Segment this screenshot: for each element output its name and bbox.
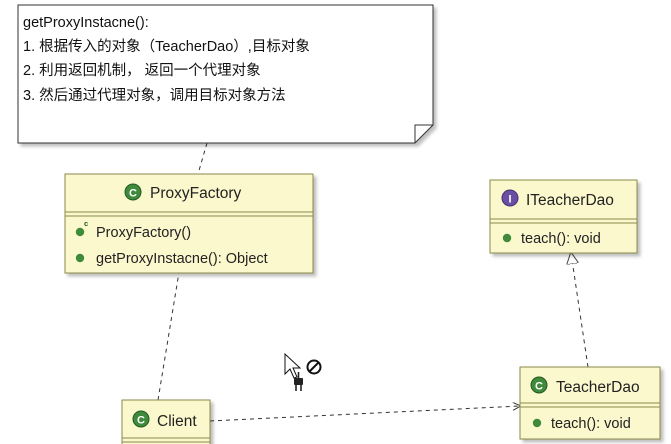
public-method-icon bbox=[532, 418, 542, 428]
client-teacherdao-dependency bbox=[209, 406, 520, 422]
class-teacherdao-name: TeacherDao bbox=[556, 379, 640, 396]
class-client-name: Client bbox=[157, 413, 197, 430]
interface-iteacherdao[interactable]: I ITeacherDao teach(): void bbox=[489, 179, 638, 254]
class-client[interactable]: C Client bbox=[121, 399, 211, 444]
interface-iteacherdao-name: ITeacherDao bbox=[526, 192, 614, 209]
member-getproxyinstacne: getProxyInstacne(): Object bbox=[96, 251, 268, 267]
note[interactable]: getProxyInstacne(): 1. 根据传入的对象（TeacherDa… bbox=[17, 4, 434, 144]
note-line-2: 1. 根据传入的对象（TeacherDao）,目标对象 bbox=[23, 38, 310, 55]
arrow-cursor-icon bbox=[284, 352, 302, 379]
note-anchor-line bbox=[197, 142, 208, 175]
member-iteacherdao-teach: teach(): void bbox=[521, 231, 601, 247]
note-line-1: getProxyInstacne(): bbox=[23, 15, 149, 31]
class-icon-glyph: C bbox=[535, 381, 543, 393]
public-method-icon bbox=[75, 253, 85, 263]
cursor-not-allowed-icon bbox=[284, 352, 322, 391]
note-folded-corner bbox=[414, 124, 433, 143]
class-icon: C bbox=[124, 183, 142, 201]
class-proxyfactory[interactable]: C ProxyFactory c ProxyFactory() getProxy… bbox=[64, 173, 314, 274]
class-proxyfactory-box bbox=[64, 173, 314, 274]
note-line-4: 3. 然后通过代理对象，调用目标对象方法 bbox=[23, 87, 286, 104]
interface-icon-glyph: I bbox=[508, 194, 511, 206]
interface-icon: I bbox=[501, 189, 519, 207]
constructor-icon-glyph: c bbox=[84, 219, 88, 228]
member-proxyfactory-constructor: ProxyFactory() bbox=[96, 225, 191, 241]
class-icon: C bbox=[530, 376, 548, 394]
class-teacherdao[interactable]: C TeacherDao teach(): void bbox=[519, 366, 661, 440]
member-teacherdao-teach: teach(): void bbox=[551, 416, 631, 432]
class-icon-glyph: C bbox=[129, 188, 137, 200]
class-icon: C bbox=[132, 410, 150, 428]
class-proxyfactory-name: ProxyFactory bbox=[150, 185, 242, 202]
no-entry-icon bbox=[306, 359, 322, 375]
note-line-3: 2. 利用返回机制， 返回一个代理对象 bbox=[23, 62, 261, 79]
plug-icon bbox=[294, 372, 303, 391]
teacherdao-realization-line bbox=[571, 253, 589, 368]
constructor-icon: c bbox=[75, 219, 88, 237]
note-body bbox=[17, 4, 434, 144]
class-icon-glyph: C bbox=[137, 415, 145, 427]
public-method-icon bbox=[502, 233, 512, 243]
